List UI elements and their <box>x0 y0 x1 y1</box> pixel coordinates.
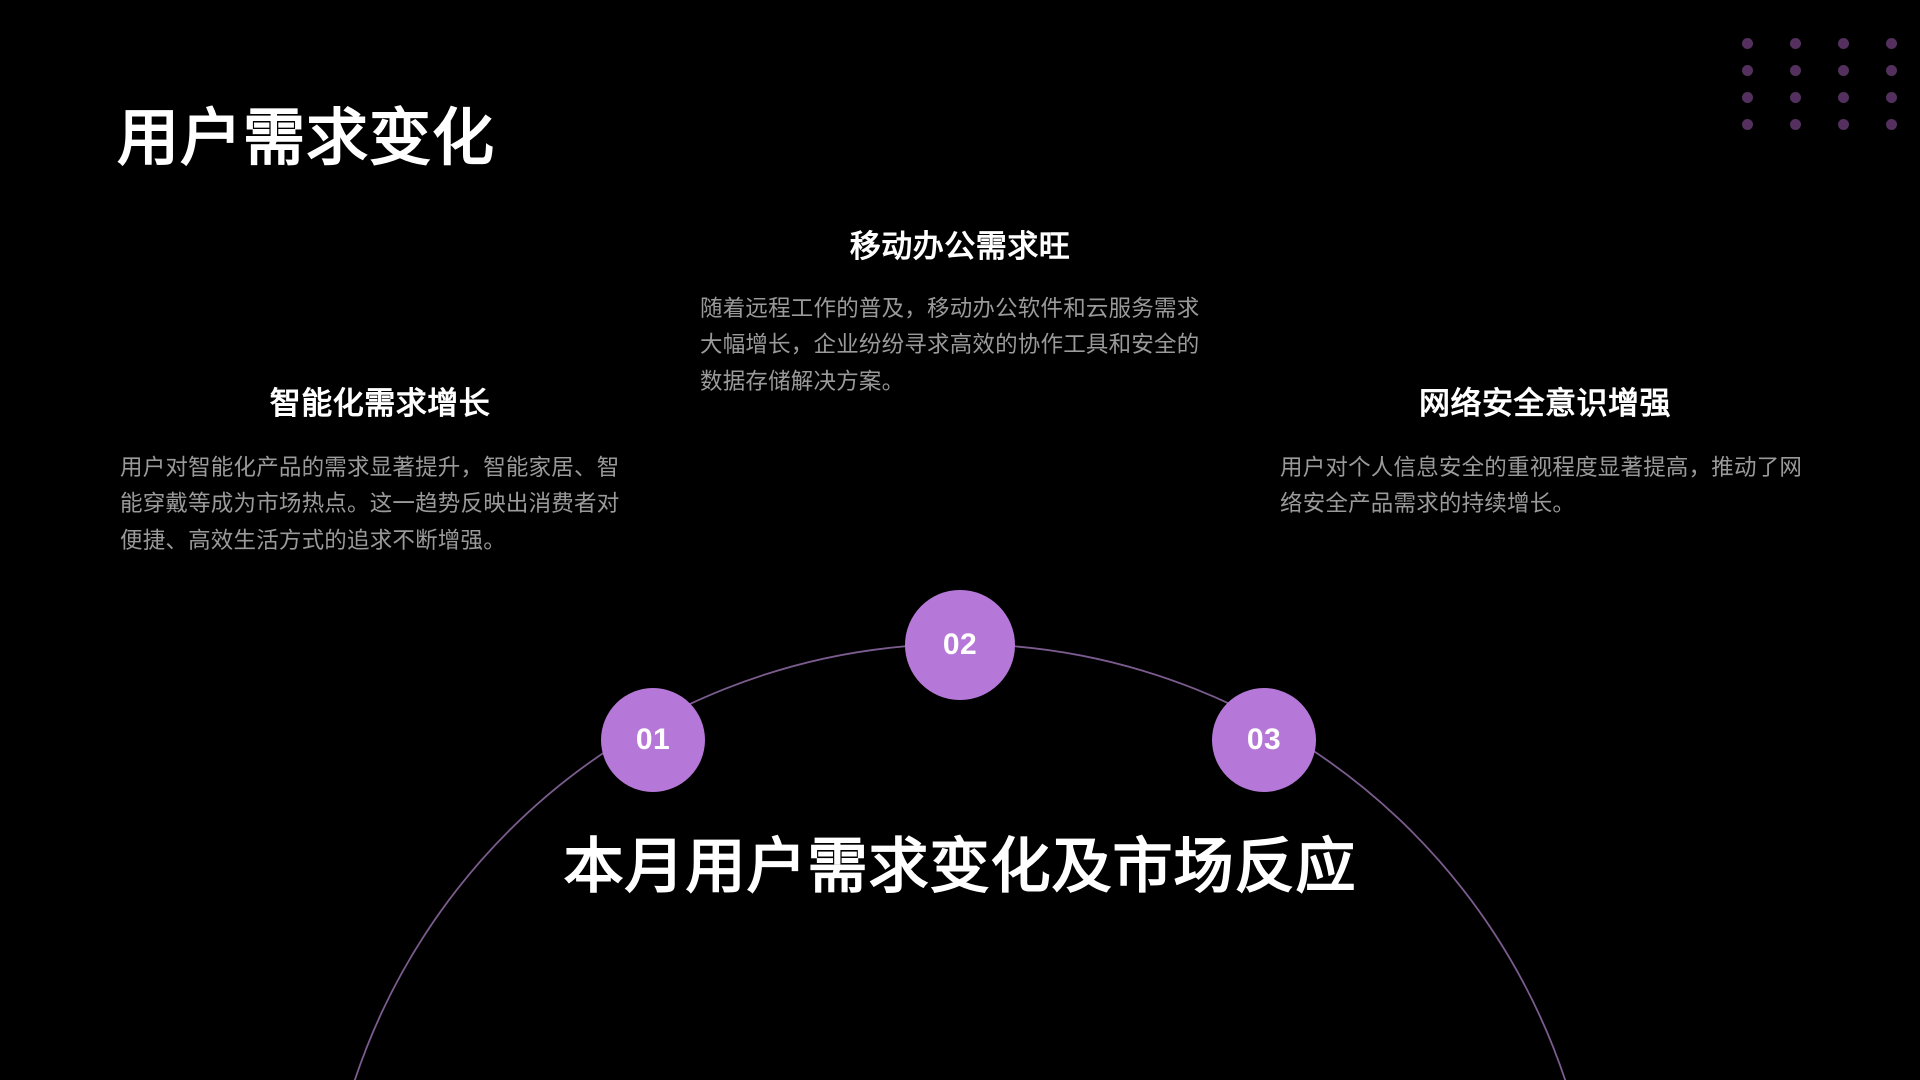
grid-dot-icon <box>1886 92 1897 103</box>
grid-dot-icon <box>1790 65 1801 76</box>
column-1-heading: 智能化需求增长 <box>269 386 491 421</box>
grid-dot-icon <box>1838 119 1849 130</box>
bottom-headline: 本月用户需求变化及市场反应 <box>563 833 1357 900</box>
column-3-body: 用户对个人信息安全的重视程度显著提高，推动了网络安全产品需求的持续增长。 <box>1280 454 1803 517</box>
grid-dot-icon <box>1790 119 1801 130</box>
column-2-heading: 移动办公需求旺 <box>849 229 1071 264</box>
grid-dot-icon <box>1790 92 1801 103</box>
step-marker-02[interactable]: 02 <box>905 590 1015 700</box>
content-column-3: 网络安全意识增强 用户对个人信息安全的重视程度显著提高，推动了网络安全产品需求的… <box>1280 385 1810 523</box>
decorative-dot-grid <box>1742 38 1920 146</box>
grid-dot-icon <box>1886 38 1897 49</box>
page-title: 用户需求变化 <box>117 103 496 173</box>
step-marker-01[interactable]: 01 <box>601 688 705 792</box>
grid-dot-icon <box>1742 92 1753 103</box>
grid-dot-icon <box>1886 119 1897 130</box>
grid-dot-icon <box>1790 38 1801 49</box>
column-3-heading: 网络安全意识增强 <box>1419 386 1671 421</box>
grid-dot-icon <box>1886 65 1897 76</box>
grid-dot-icon <box>1742 119 1753 130</box>
grid-dot-icon <box>1838 65 1849 76</box>
grid-dot-icon <box>1838 92 1849 103</box>
column-2-body: 随着远程工作的普及，移动办公软件和云服务需求大幅增长，企业纷纷寻求高效的协作工具… <box>700 295 1200 394</box>
column-1-body: 用户对智能化产品的需求显著提升，智能家居、智能穿戴等成为市场热点。这一趋势反映出… <box>120 454 620 553</box>
grid-dot-icon <box>1742 38 1753 49</box>
grid-dot-icon <box>1742 65 1753 76</box>
grid-dot-icon <box>1838 38 1849 49</box>
content-column-1: 智能化需求增长 用户对智能化产品的需求显著提升，智能家居、智能穿戴等成为市场热点… <box>120 385 640 559</box>
content-column-2: 移动办公需求旺 随着远程工作的普及，移动办公软件和云服务需求大幅增长，企业纷纷寻… <box>700 228 1220 400</box>
step-marker-03[interactable]: 03 <box>1212 688 1316 792</box>
